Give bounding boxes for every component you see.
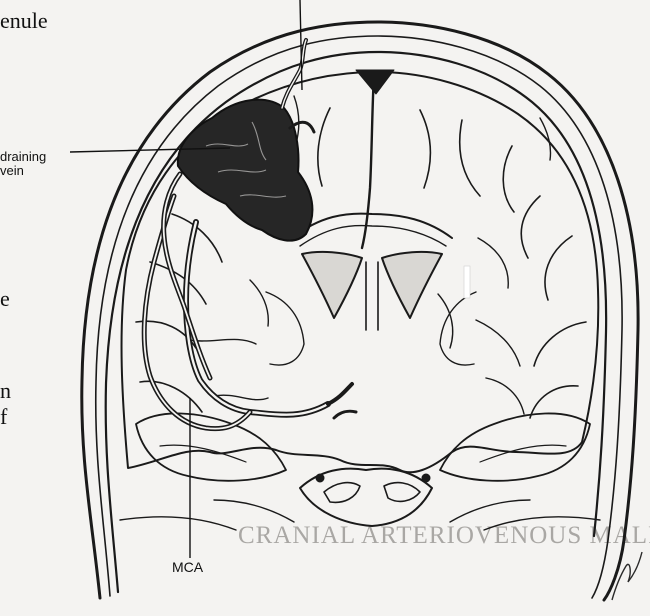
- mca-vessel: [186, 222, 328, 415]
- draining-vein-label-line2: vein: [0, 164, 46, 178]
- left-margin-fragment-n: n: [0, 378, 11, 404]
- superior-sagittal-sinus: [356, 70, 394, 94]
- skull-outline: [82, 22, 638, 600]
- skull-outer-table: [96, 36, 622, 598]
- left-lateral-ventricle: [302, 252, 362, 318]
- venule-label: enule: [0, 8, 48, 34]
- carotid-left: [316, 474, 324, 482]
- carotid-right: [422, 474, 430, 482]
- skull-inner-table: [106, 52, 606, 592]
- falx-cerebri: [362, 74, 374, 248]
- mca-branch: [144, 196, 250, 429]
- draining-vein-label: draining vein: [0, 150, 46, 178]
- venule-leader-line: [300, 0, 302, 90]
- left-margin-fragment-e: e: [0, 286, 10, 312]
- basal-ganglia-left: [266, 292, 304, 365]
- third-ventricle: [366, 262, 378, 330]
- left-margin-fragment-f: f: [0, 404, 7, 430]
- right-lateral-ventricle: [382, 252, 442, 318]
- marker-bar: [464, 266, 470, 298]
- mca-label: MCA: [172, 560, 203, 574]
- draining-vein-label-line1: draining: [0, 150, 46, 164]
- avm-nidus: [178, 100, 313, 241]
